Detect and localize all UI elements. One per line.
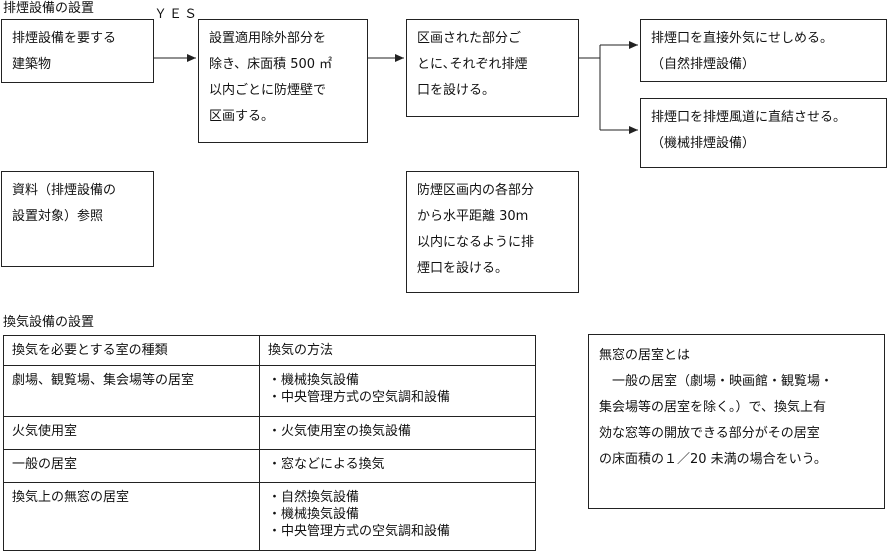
method-item: ・中央管理方式の空気調和設備 (268, 524, 451, 539)
definition-title: 無窓の居室とは (599, 348, 691, 363)
method-cell: ・窓などによる換気 (259, 449, 536, 483)
box-partition-rule: 設置適用除外部分を 除き、床面積 500 ㎡ 以内ごとに防煙壁で 区画する。 (198, 19, 368, 143)
room-type-cell: 劇場、観覧場、集会場等の居室 (3, 365, 260, 417)
method-cell: ・機械換気設備 ・中央管理方式の空気調和設備 (259, 365, 536, 417)
header-method: 換気の方法 (259, 335, 536, 366)
header-room-type: 換気を必要とする室の種類 (3, 335, 260, 366)
ventilation-table: 換気を必要とする室の種類 換気の方法 劇場、観覧場、集会場等の居室 ・機械換気設… (3, 335, 536, 551)
method-cell: ・自然換気設備 ・機械換気設備 ・中央管理方式の空気調和設備 (259, 482, 536, 551)
box-each-partition: 区画された部分ご とに､それぞれ排煙 口を設ける。 (406, 19, 579, 117)
table-header-row: 換気を必要とする室の種類 換気の方法 (3, 335, 536, 366)
method-item: ・中央管理方式の空気調和設備 (268, 390, 451, 405)
table-row: 劇場、観覧場、集会場等の居室 ・機械換気設備 ・中央管理方式の空気調和設備 (3, 365, 536, 417)
method-item: ・自然換気設備 (268, 490, 360, 505)
smoke-section-title: 排煙設備の設置 (3, 1, 95, 16)
method-item: ・窓などによる換気 (268, 457, 385, 472)
table-row: 一般の居室 ・窓などによる換気 (3, 449, 536, 483)
method-item: ・火気使用室の換気設備 (268, 424, 412, 439)
method-item: ・機械換気設備 (268, 373, 360, 388)
box-reference-note: 資料（排煙設備の 設置対象）参照 (1, 171, 154, 267)
box-smoke-required-building: 排煙設備を要する 建築物 (1, 19, 154, 83)
table-row: 換気上の無窓の居室 ・自然換気設備 ・機械換気設備 ・中央管理方式の空気調和設備 (3, 482, 536, 551)
room-type-cell: 火気使用室 (3, 416, 260, 450)
box-mechanical-smoke-exhaust: 排煙口を排煙風道に直結させる。 （機械排煙設備） (640, 98, 887, 168)
method-item: ・機械換気設備 (268, 507, 360, 522)
table-row: 火気使用室 ・火気使用室の換気設備 (3, 416, 536, 450)
room-type-cell: 換気上の無窓の居室 (3, 482, 260, 551)
method-cell: ・火気使用室の換気設備 (259, 416, 536, 450)
windowless-room-definition: 無窓の居室とは 一般の居室（劇場・映画館・観覧場・ 集会場等の居室を除く。）で、… (588, 334, 885, 509)
room-type-cell: 一般の居室 (3, 449, 260, 483)
box-natural-smoke-exhaust: 排煙口を直接外気にせしめる。 （自然排煙設備） (640, 19, 887, 82)
vent-section-title: 換気設備の設置 (3, 315, 95, 330)
yes-label: ＹＥＳ (154, 7, 200, 22)
box-horizontal-distance-rule: 防煙区画内の各部分 から水平距離 30m 以内になるように排 煙口を設ける。 (406, 171, 579, 293)
definition-body: 一般の居室（劇場・映画館・観覧場・ 集会場等の居室を除く。）で、換気上有 効な窓… (599, 374, 834, 467)
